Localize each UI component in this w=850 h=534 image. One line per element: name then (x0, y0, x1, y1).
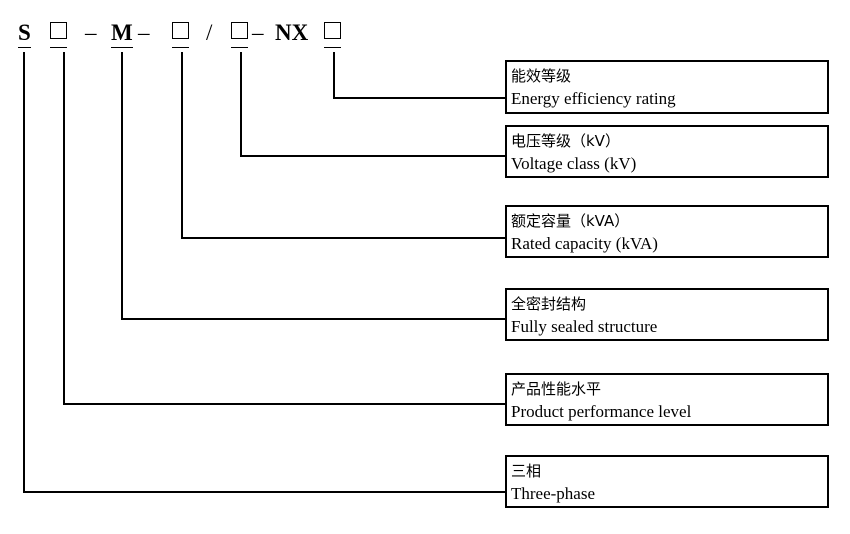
model-code-string: S–M–/–NX (0, 0, 380, 56)
code-placeholder-box (231, 22, 248, 39)
callout-label-cn-product-performance-level: 产品性能水平 (511, 380, 602, 398)
leader-horizontal-rated-capacity (181, 237, 505, 239)
callout-label-en-product-performance-level: Product performance level (511, 402, 692, 421)
code-token-dash-3: – (252, 20, 264, 45)
leader-vertical-three-phase (23, 52, 25, 491)
leader-horizontal-three-phase (23, 491, 505, 493)
callout-label-en-energy-efficiency-rating: Energy efficiency rating (511, 89, 676, 108)
callout-box-voltage-class: 电压等级（kV） Voltage class (kV) (505, 125, 829, 178)
code-token-box-4 (324, 20, 341, 48)
callout-label-en-rated-capacity: Rated capacity (kVA) (511, 234, 658, 253)
code-token-letter-s: S (18, 20, 31, 48)
code-token-box-3 (231, 20, 248, 48)
callout-label-en-voltage-class: Voltage class (kV) (511, 154, 637, 173)
callout-label-cn-fully-sealed-structure: 全密封结构 (511, 295, 587, 313)
leader-vertical-rated-capacity (181, 52, 183, 237)
callout-label-cn-rated-capacity: 额定容量（kVA） (511, 212, 630, 230)
callout-label-en-three-phase: Three-phase (511, 484, 596, 503)
leader-vertical-fully-sealed-structure (121, 52, 123, 318)
code-token-box-1 (50, 20, 67, 48)
leader-horizontal-fully-sealed-structure (121, 318, 505, 320)
code-placeholder-box (172, 22, 189, 39)
code-token-dash-1: – (85, 20, 97, 45)
callout-box-rated-capacity: 额定容量（kVA） Rated capacity (kVA) (505, 205, 829, 258)
leader-horizontal-product-performance-level (63, 403, 505, 405)
code-token-letter-m: M (111, 20, 133, 48)
code-token-slash: / (206, 20, 213, 45)
leader-horizontal-energy-efficiency-rating (333, 97, 505, 99)
code-token-box-2 (172, 20, 189, 48)
leader-vertical-product-performance-level (63, 52, 65, 403)
callout-label-cn-voltage-class: 电压等级（kV） (511, 132, 620, 150)
leader-horizontal-voltage-class (240, 155, 505, 157)
leader-vertical-energy-efficiency-rating (333, 52, 335, 97)
leader-vertical-voltage-class (240, 52, 242, 155)
callout-box-product-performance-level: 产品性能水平 Product performance level (505, 373, 829, 426)
code-placeholder-box (324, 22, 341, 39)
callout-label-cn-three-phase: 三相 (511, 462, 542, 480)
callout-label-en-fully-sealed-structure: Fully sealed structure (511, 317, 658, 336)
callout-label-cn-energy-efficiency-rating: 能效等级 (511, 67, 572, 85)
code-placeholder-box (50, 22, 67, 39)
callout-box-fully-sealed-structure: 全密封结构 Fully sealed structure (505, 288, 829, 341)
code-token-letters-nx: NX (275, 20, 309, 45)
callout-box-energy-efficiency-rating: 能效等级 Energy efficiency rating (505, 60, 829, 114)
code-token-dash-2: – (138, 20, 150, 45)
callout-box-three-phase: 三相 Three-phase (505, 455, 829, 508)
